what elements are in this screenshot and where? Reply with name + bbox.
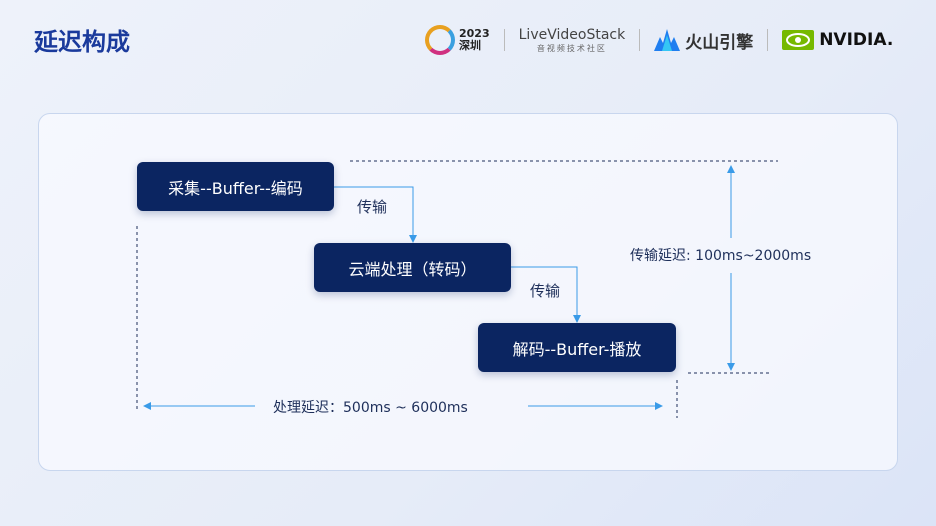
divider: [503, 29, 505, 51]
volcano-engine-icon: [654, 29, 681, 51]
divider: [639, 29, 641, 51]
capture-encode-box: 采集--Buffer--编码: [137, 162, 334, 211]
slide-title: 延迟构成: [34, 28, 130, 56]
transfer-latency-label: 传输延迟: 100ms~2000ms: [630, 248, 812, 264]
event-year: 2023: [459, 27, 490, 40]
conference-ring-icon: [425, 25, 455, 55]
transfer-arrow-2: [511, 266, 581, 323]
decode-play-box: 解码--Buffer-播放: [478, 323, 676, 372]
transfer-arrow-1: [334, 186, 417, 243]
event-city: 深圳: [459, 39, 481, 52]
livevideostack-logo: LiveVideoStack: [518, 26, 626, 43]
processing-latency-label: 处理延迟：500ms ~ 6000ms: [273, 400, 468, 416]
transfer-label-2: 传输: [530, 282, 561, 300]
transfer-label-1: 传输: [357, 198, 388, 216]
nvidia-logo: NVIDIA.: [819, 30, 894, 50]
divider: [767, 29, 769, 51]
cloud-transcode-box: 云端处理（转码）: [314, 243, 511, 292]
livevideostack-subtitle: 音视频技术社区: [536, 43, 607, 53]
volcano-engine-logo: 火山引擎: [685, 32, 754, 53]
nvidia-eye-icon: [782, 30, 815, 50]
